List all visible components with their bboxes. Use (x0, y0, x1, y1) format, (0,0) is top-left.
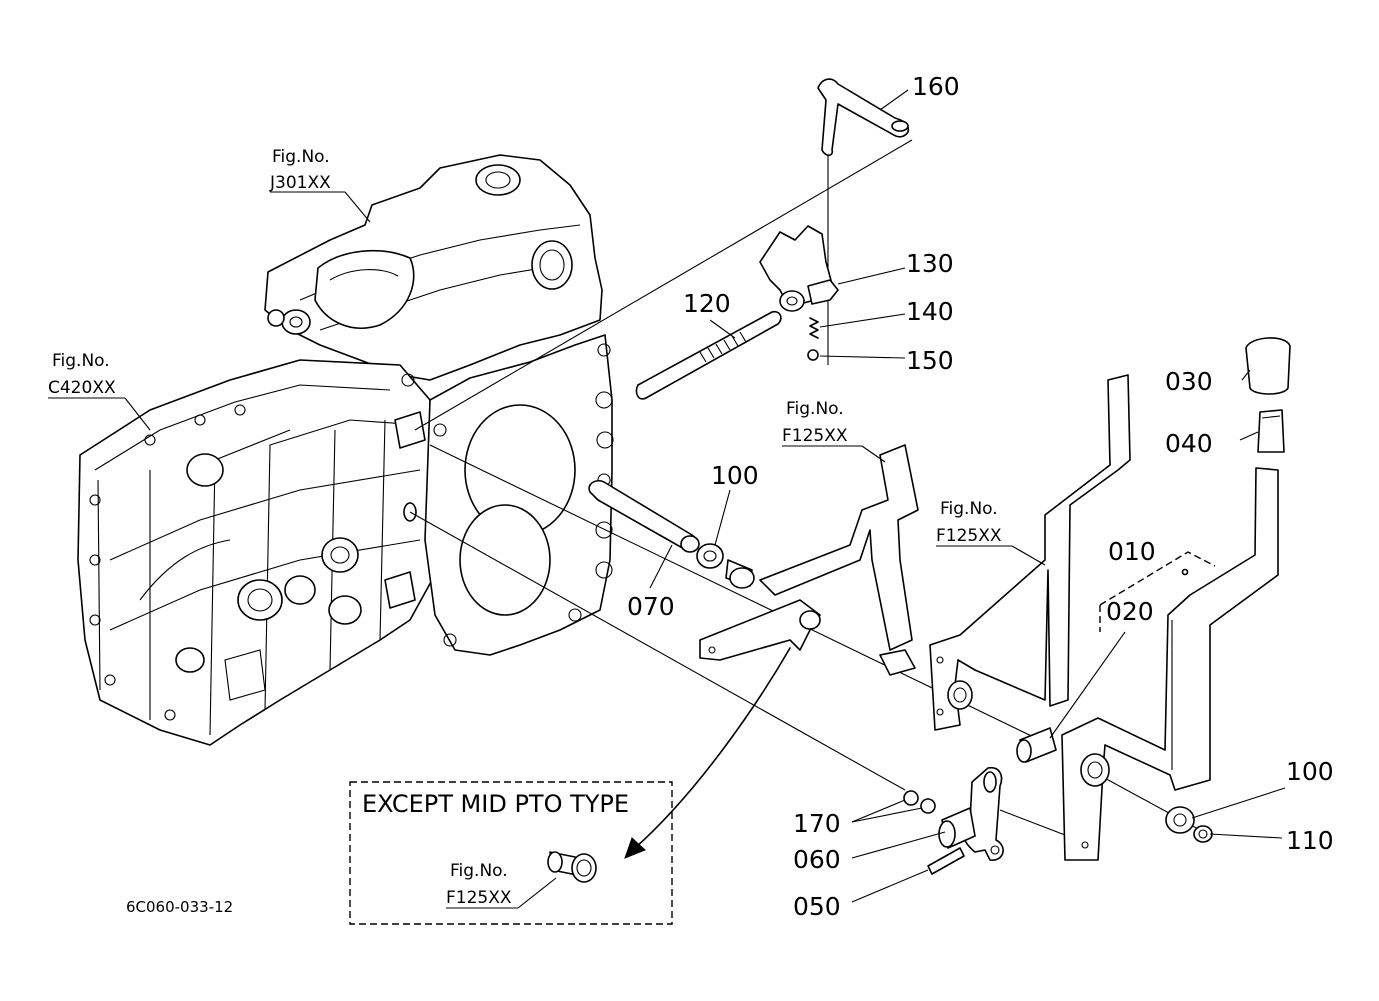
lever-060 (938, 766, 1004, 861)
drawing-code: 6C060-033-12 (126, 898, 233, 916)
label-060: 060 (793, 845, 841, 874)
fig-ref-c420-label: Fig.No. (52, 351, 110, 371)
inset-box-title: EXCEPT MID PTO TYPE (362, 790, 629, 818)
shift-rod-160 (817, 78, 910, 157)
figure-references: Fig.No. J301XX Fig.No. C420XX Fig.No. F1… (48, 147, 1002, 908)
ball-150 (807, 349, 819, 361)
bushing-020 (1016, 727, 1057, 763)
fig-ref-j301-label: Fig.No. (272, 147, 330, 167)
bushing-mid (725, 559, 755, 589)
washer-100-lower (1165, 806, 1195, 834)
callout-leaders (48, 89, 1286, 909)
label-120: 120 (683, 289, 731, 318)
inset-box (349, 781, 673, 925)
fig-ref-j301-code: J301XX (269, 173, 331, 193)
fig-ref-f125-box-code: F125XX (446, 888, 512, 908)
pedal-arm-upper (699, 444, 919, 676)
shaft-070 (588, 479, 700, 553)
washer-100-upper (696, 543, 724, 569)
label-050: 050 (793, 892, 841, 921)
fig-ref-f125-upper-code: F125XX (782, 426, 848, 446)
label-020: 020 (1106, 597, 1154, 626)
spring-140 (809, 317, 819, 339)
pedal-pad-030 (1245, 337, 1291, 395)
label-170: 170 (793, 809, 841, 838)
label-130: 130 (906, 249, 954, 278)
pad-clip-040 (1257, 409, 1285, 453)
part-number-labels: 160 130 140 150 120 030 040 100 070 010 … (627, 72, 1334, 921)
fig-ref-f125-upper-label: Fig.No. (786, 399, 844, 419)
inset-bushing (547, 851, 597, 883)
label-140: 140 (906, 297, 954, 326)
label-070: 070 (627, 592, 675, 621)
fig-ref-c420-code: C420XX (48, 378, 116, 398)
o-rings-170 (903, 790, 936, 814)
shift-fork-130 (759, 225, 839, 312)
main-pedal-010 (1061, 467, 1279, 861)
fig-ref-f125-box-label: Fig.No. (450, 861, 508, 881)
label-100-lower: 100 (1286, 757, 1334, 786)
label-010: 010 (1108, 537, 1156, 566)
label-040: 040 (1165, 429, 1213, 458)
transmission-housing (77, 154, 614, 746)
fig-ref-f125-right-code: F125XX (936, 526, 1002, 546)
pin-050 (927, 847, 965, 875)
fig-ref-f125-right-label: Fig.No. (940, 499, 998, 519)
label-030: 030 (1165, 367, 1213, 396)
inset-arrow (624, 647, 791, 859)
label-100-upper: 100 (711, 461, 759, 490)
pedal-arm-right (929, 374, 1131, 731)
label-110: 110 (1286, 826, 1334, 855)
label-150: 150 (906, 346, 954, 375)
clip-110 (1193, 825, 1213, 843)
group-bracket (1099, 551, 1216, 632)
label-160: 160 (912, 72, 960, 101)
shaft-120 (635, 310, 782, 400)
